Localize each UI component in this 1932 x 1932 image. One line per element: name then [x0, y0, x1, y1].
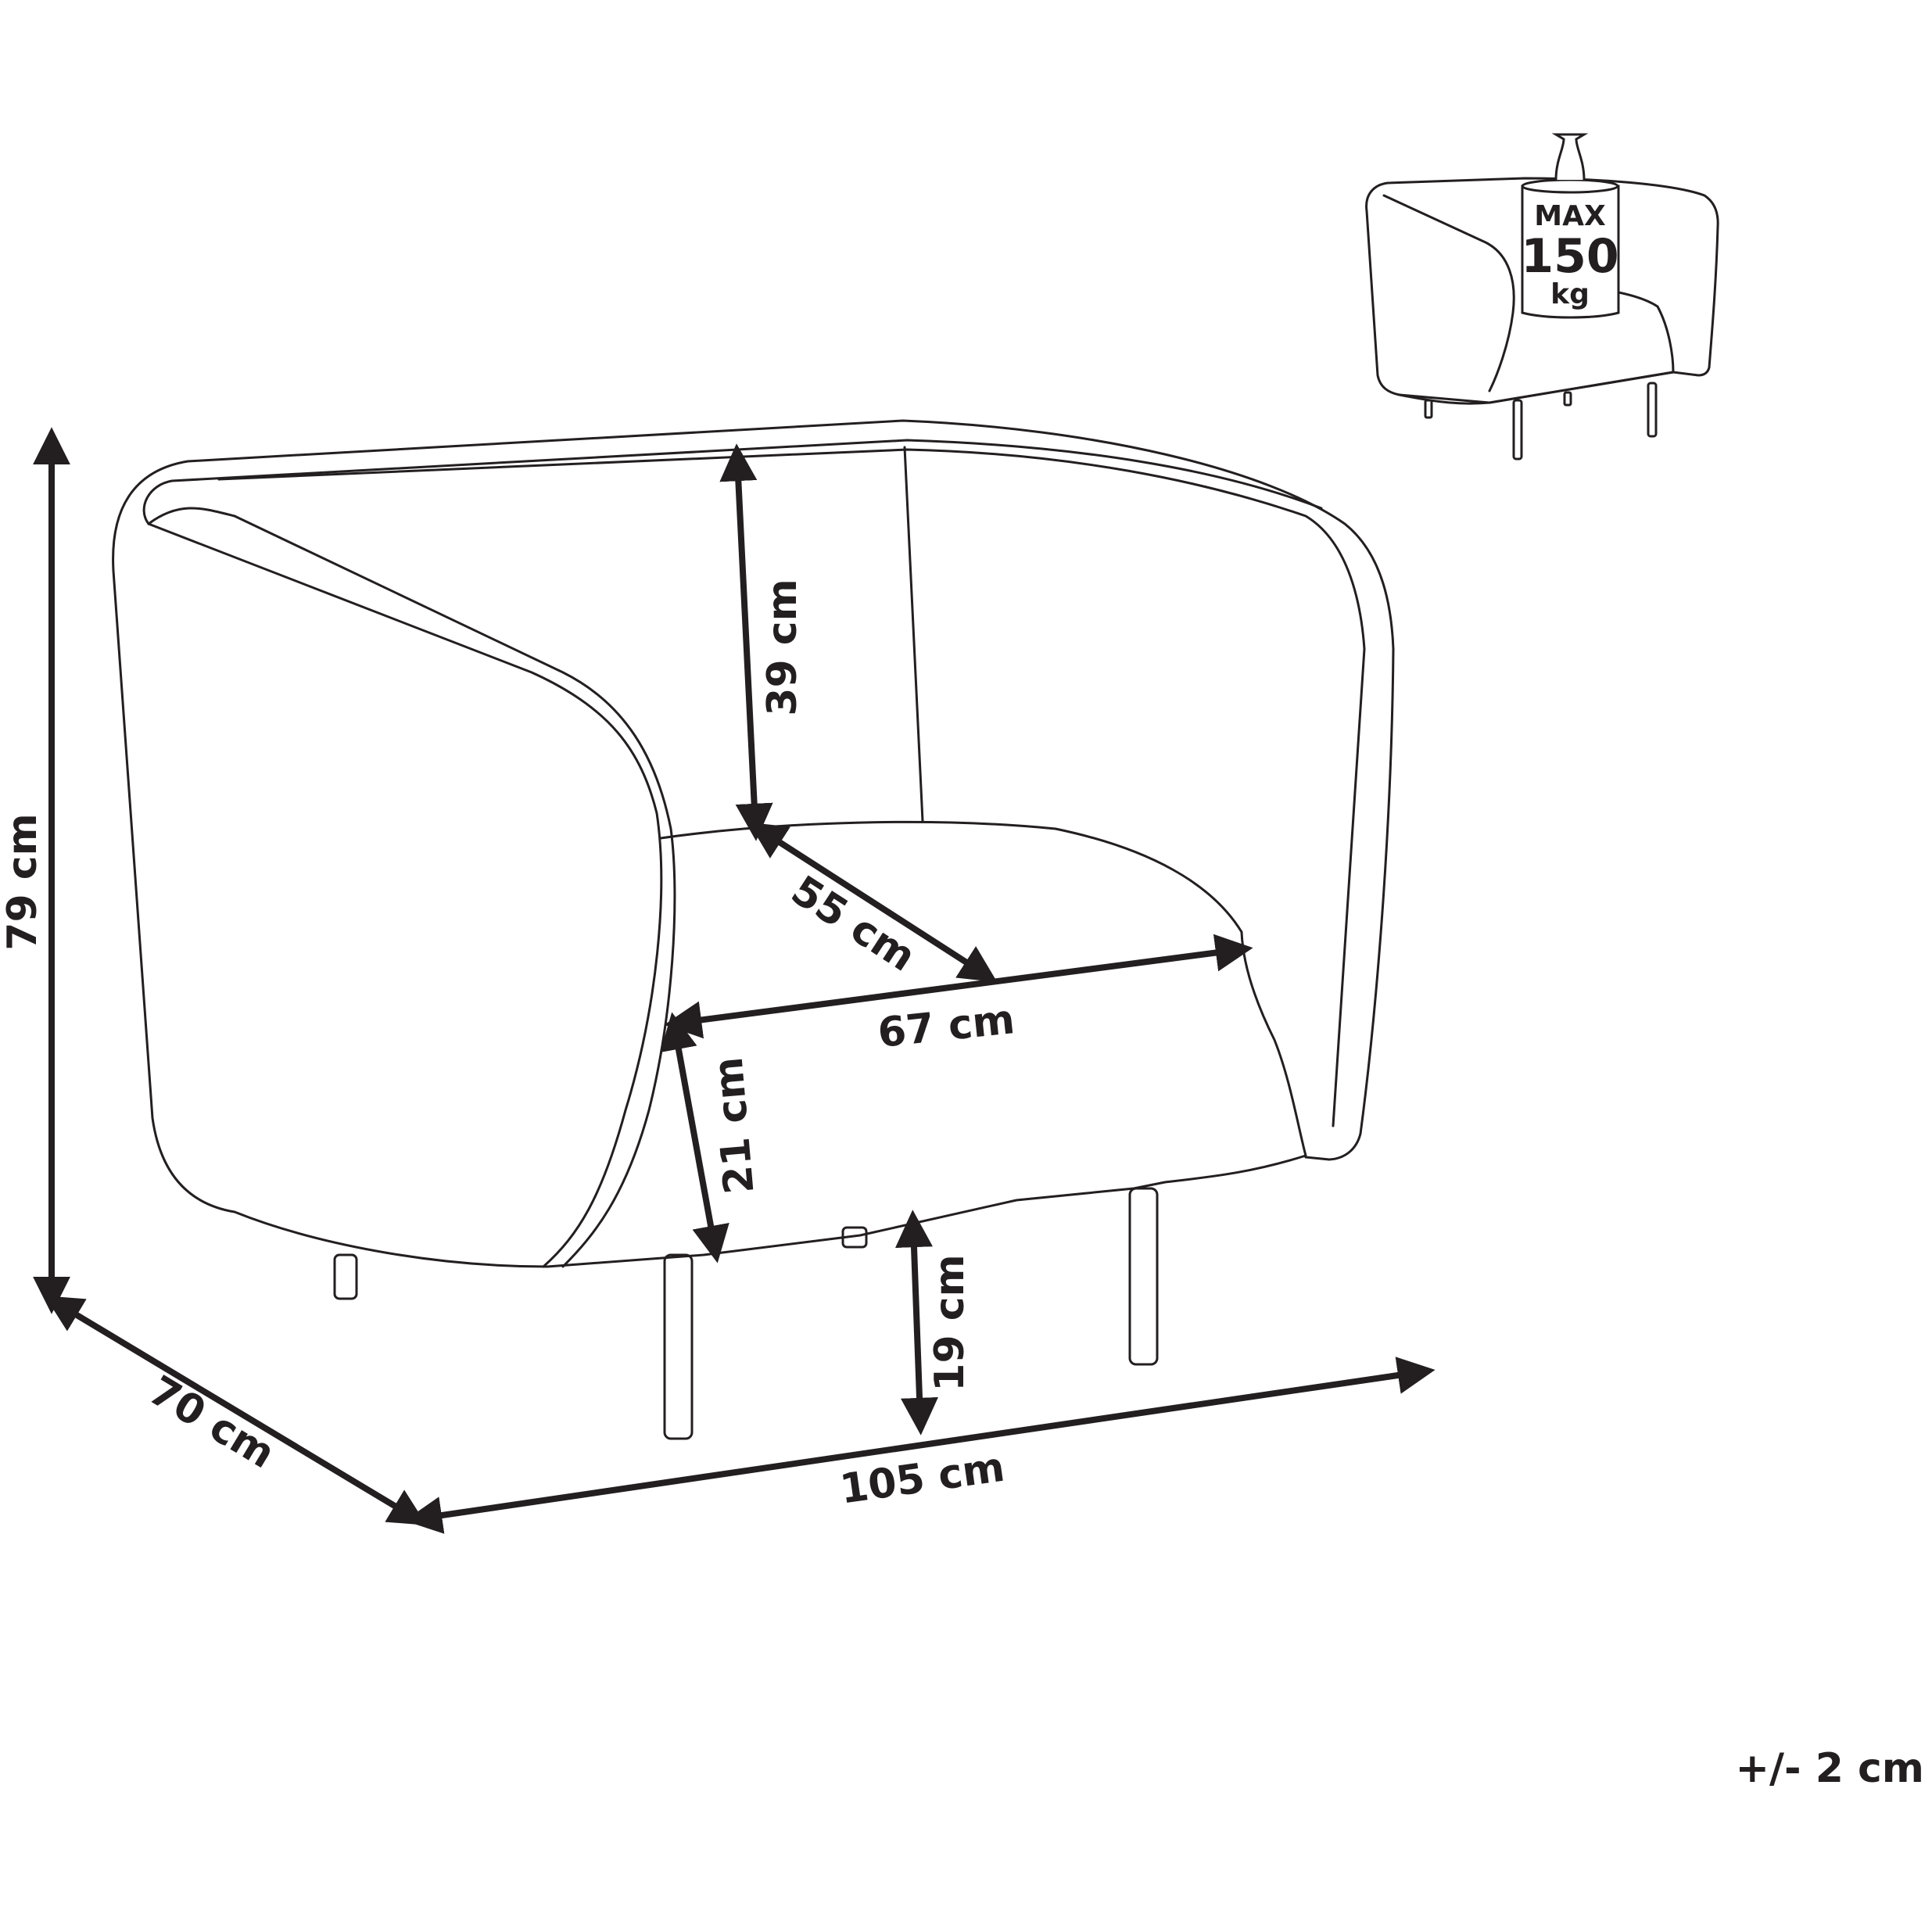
left-outer-side: [112, 569, 549, 1268]
mini-leg-3: [1563, 391, 1572, 407]
leg-back-left: [333, 1253, 358, 1300]
dim-arrow-leg-height: [895, 1210, 938, 1436]
right-inner-side: [1332, 647, 1366, 1127]
leg-back-center: [841, 1226, 868, 1249]
max-value: 150: [1521, 229, 1618, 284]
mini-leg-1: [1424, 399, 1433, 419]
backrest-outer-top: [112, 419, 1395, 651]
max-label: MAX: [1534, 200, 1606, 232]
seat-cushion-top: [659, 820, 1243, 934]
right-outer-side: [1304, 647, 1395, 1161]
backrest-inner-top-2: [217, 448, 1366, 651]
mini-leg-2: [1512, 399, 1523, 461]
max-unit: kg: [1550, 278, 1590, 310]
label-total-height: 79 cm: [0, 813, 46, 950]
label-leg-height: 19 cm: [927, 1254, 973, 1391]
left-armrest-inner: [147, 507, 676, 1268]
weight-handle: [1551, 133, 1589, 181]
dim-arrow-width: [404, 1357, 1436, 1534]
label-armrest-height: 21 cm: [705, 1055, 764, 1195]
weight-icon: [1521, 185, 1620, 319]
mini-chair-base: [1398, 371, 1675, 404]
leg-front-left: [663, 1253, 694, 1440]
mini-leg-4: [1647, 382, 1658, 438]
tolerance-note: +/- 2 cm: [1735, 1745, 1924, 1792]
backrest-seam: [903, 446, 924, 823]
dim-arrow-armrest-height: [660, 1012, 729, 1264]
dimension-labels: 79 cm 70 cm 105 cm 39 cm 55 cm 67 cm 21 …: [0, 579, 1017, 1513]
weight-top: [1521, 178, 1619, 194]
mini-chair-back: [1365, 177, 1719, 228]
label-backrest-height: 39 cm: [759, 579, 806, 715]
left-armrest-top: [147, 522, 663, 1268]
armchair-drawing: [112, 419, 1395, 1440]
dimension-arrows: [33, 427, 1436, 1534]
max-load-icon: MAX 150 kg: [1365, 133, 1719, 461]
mini-chair-back-inner: [1382, 194, 1515, 392]
backrest-inner-top: [142, 439, 1323, 525]
leg-front-right: [1128, 1187, 1159, 1366]
mini-chair-left: [1365, 210, 1491, 405]
label-seat-width: 67 cm: [876, 996, 1017, 1057]
right-arm-front: [1163, 930, 1307, 1184]
mini-chair-right: [1672, 225, 1719, 377]
dim-arrow-depth: [45, 1296, 427, 1525]
dim-arrow-seat-width: [664, 934, 1253, 1039]
dim-arrow-backrest-height: [719, 443, 773, 841]
seat-base-bottom: [546, 1181, 1167, 1268]
